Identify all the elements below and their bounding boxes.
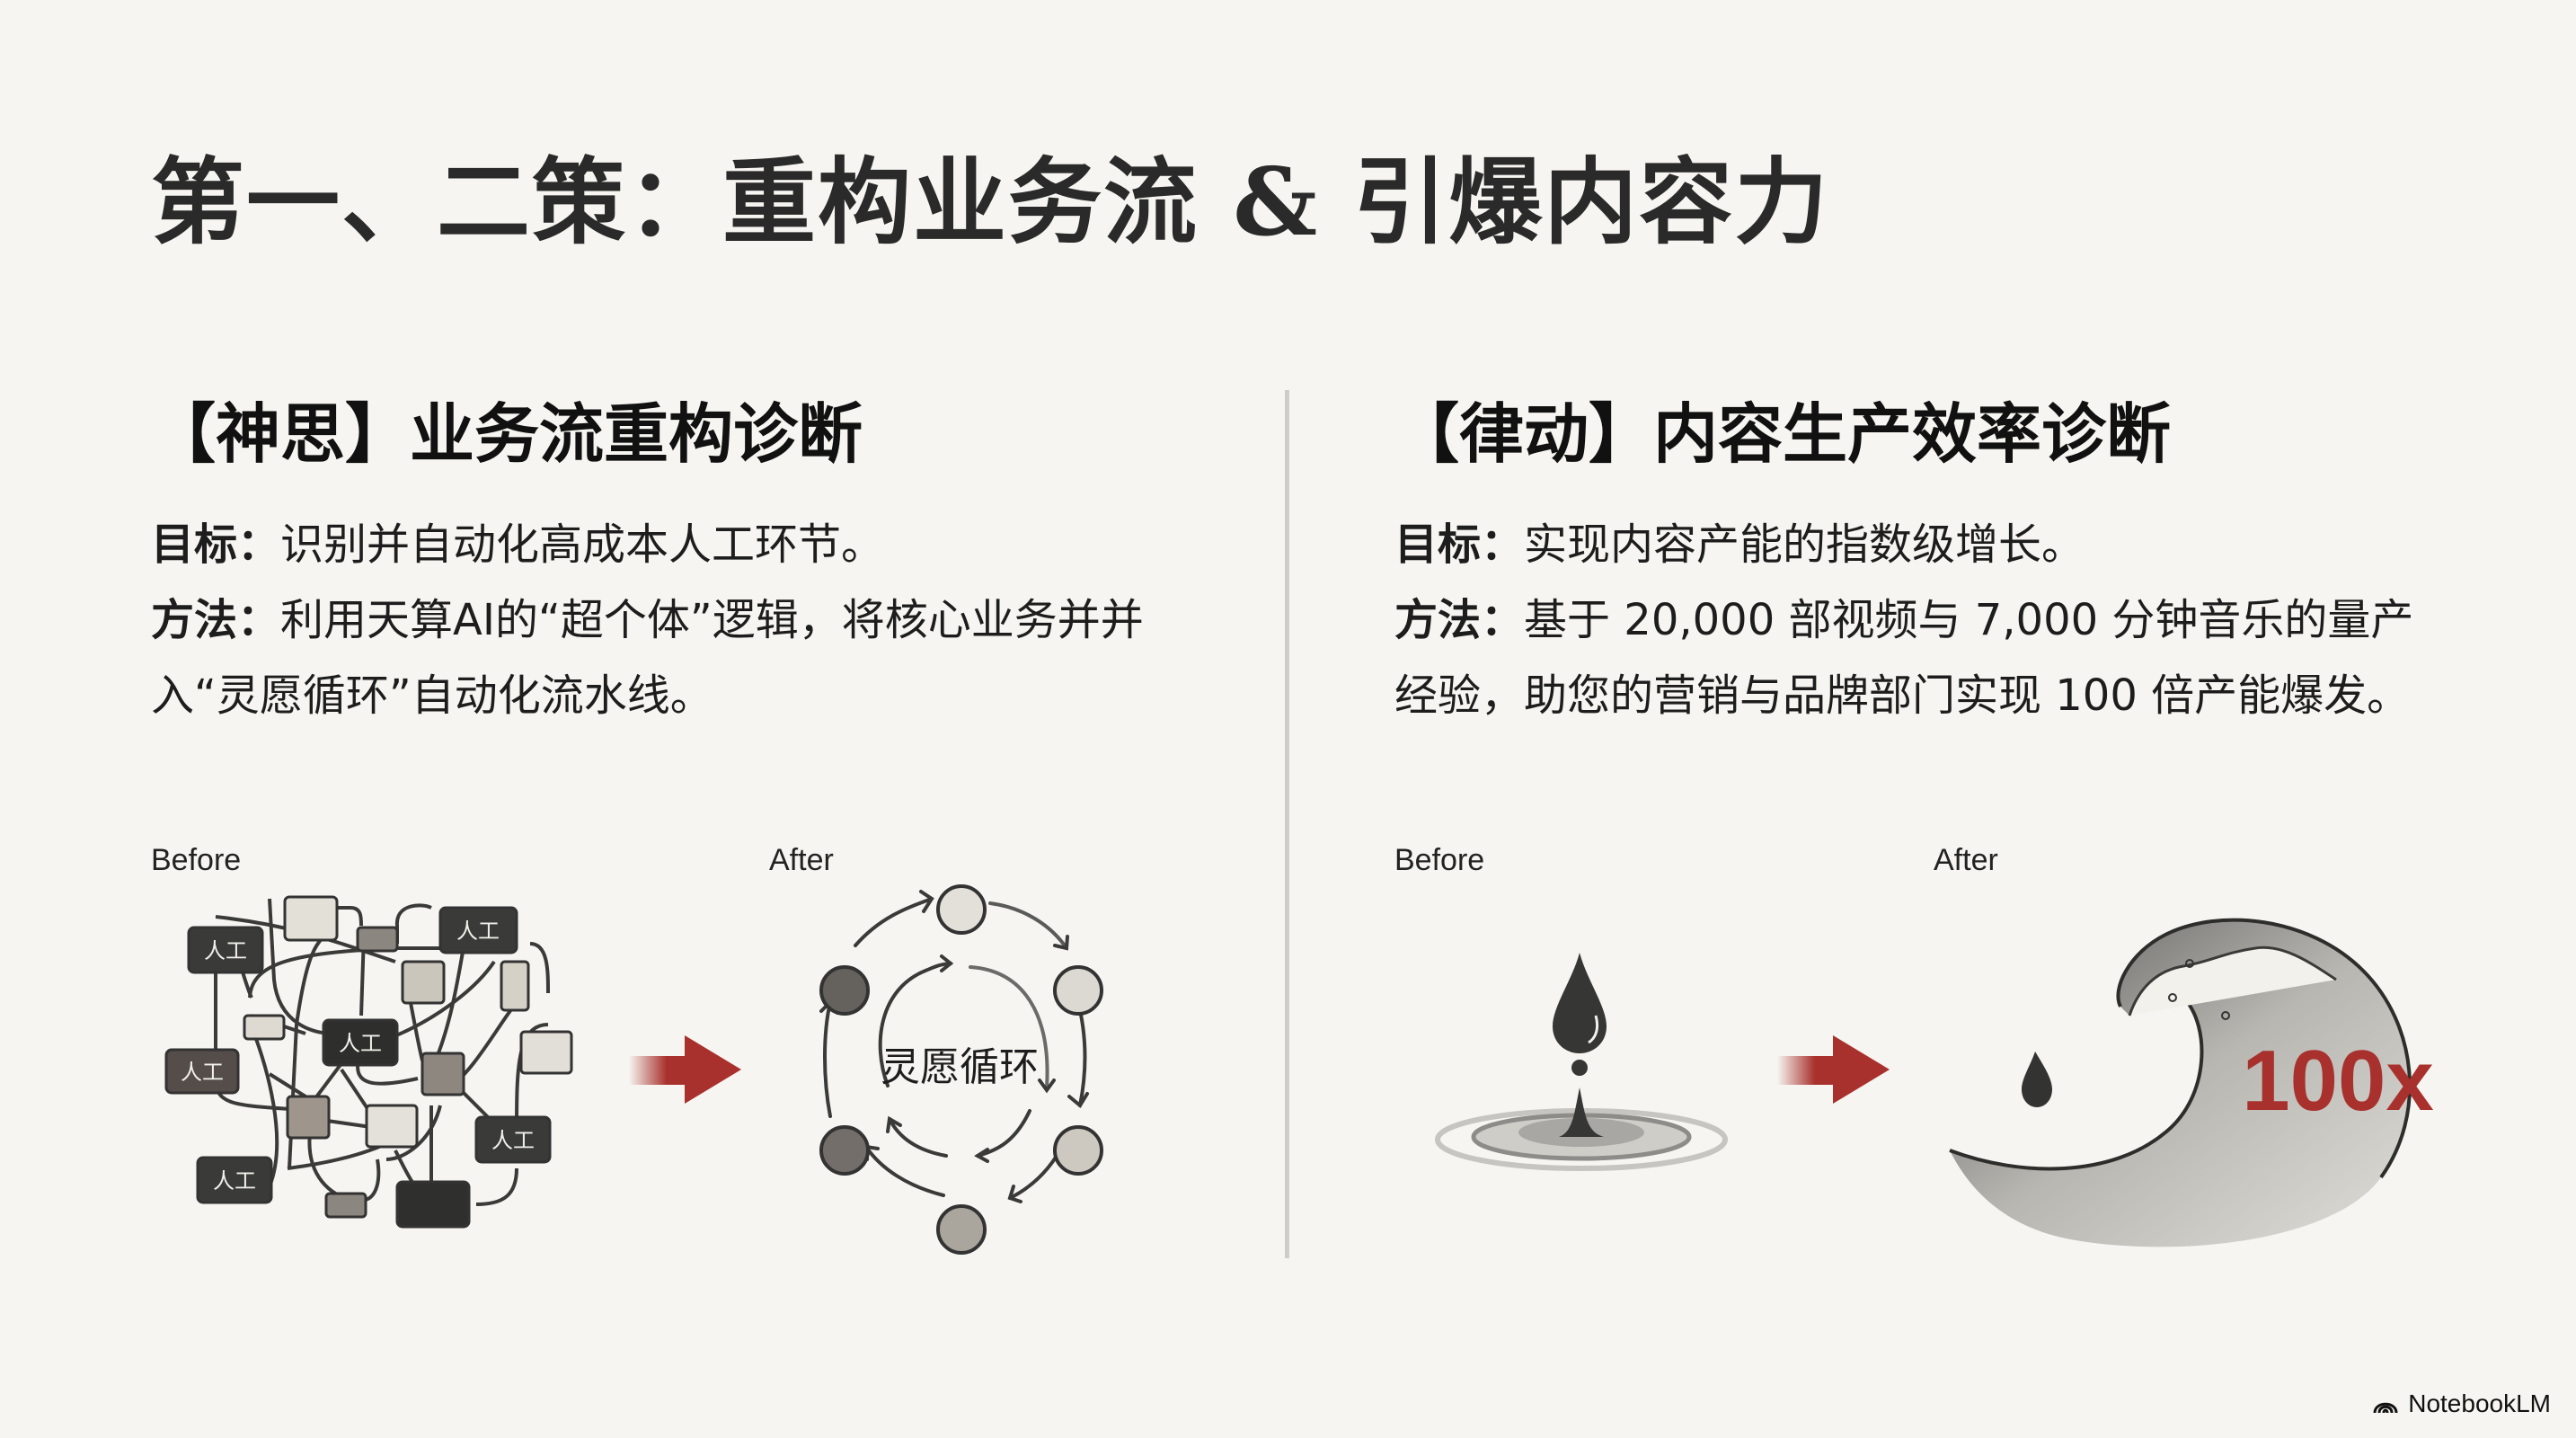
- growth-arrow-icon: [1777, 1035, 1890, 1104]
- manual-node-label: 人工: [204, 938, 247, 963]
- left-before-label: Before: [151, 843, 242, 877]
- column-divider: [1285, 390, 1289, 1258]
- manual-node-label: 人工: [213, 1168, 256, 1194]
- cycle-label: 灵愿循环: [881, 1044, 1039, 1090]
- manual-node-label: 人工: [181, 1060, 224, 1085]
- left-goal: 目标：识别并自动化高成本人工环节。: [151, 519, 885, 571]
- right-before-label: Before: [1394, 843, 1485, 877]
- wave-illustration: 100x: [1949, 918, 2434, 1247]
- manual-node-label: 人工: [491, 1128, 535, 1153]
- left-heading: 【神思】业务流重构诊断: [151, 396, 863, 472]
- tangled-network-diagram: 人工 人工 人工 人工 人工 人工: [164, 895, 573, 1229]
- left-after-label: After: [769, 843, 834, 877]
- cycle-diagram: 灵愿循环: [819, 884, 1103, 1255]
- left-description: 目标：识别并自动化高成本人工环节。 方法：利用天算AI的“超个体”逻辑，将核心业…: [151, 507, 1265, 733]
- right-goal: 目标：实现内容产能的指数级增长。: [1394, 519, 2085, 571]
- brand-name: NotebookLM: [2408, 1389, 2551, 1417]
- notebooklm-logo-icon: [2373, 1402, 2398, 1414]
- right-description: 目标：实现内容产能的指数级增长。 方法：基于 20,000 部视频与 7,000…: [1394, 507, 2509, 733]
- right-after-label: After: [1934, 843, 1998, 877]
- multiplier-label: 100x: [2242, 1033, 2434, 1129]
- single-droplet-icon: [1435, 953, 1728, 1171]
- manual-node-label: 人工: [456, 919, 500, 944]
- right-heading: 【律动】内容生产效率诊断: [1394, 396, 2172, 472]
- right-method: 方法：基于 20,000 部视频与 7,000 分钟音乐的量产经验，助您的营销与…: [1394, 595, 2414, 722]
- manual-node-label: 人工: [339, 1031, 382, 1056]
- right-column: 【律动】内容生产效率诊断 目标：实现内容产能的指数级增长。 方法：基于 20,0…: [1394, 395, 2509, 733]
- slide-title: 第一、二策：重构业务流 & 引爆内容力: [151, 146, 1830, 257]
- footer-brand: NotebookLM: [2372, 1389, 2551, 1418]
- transform-arrow-icon: [629, 1035, 741, 1104]
- left-column: 【神思】业务流重构诊断 目标：识别并自动化高成本人工环节。 方法：利用天算AI的…: [151, 395, 1265, 733]
- left-method: 方法：利用天算AI的“超个体”逻辑，将核心业务并并入“灵愿循环”自动化流水线。: [151, 595, 1144, 722]
